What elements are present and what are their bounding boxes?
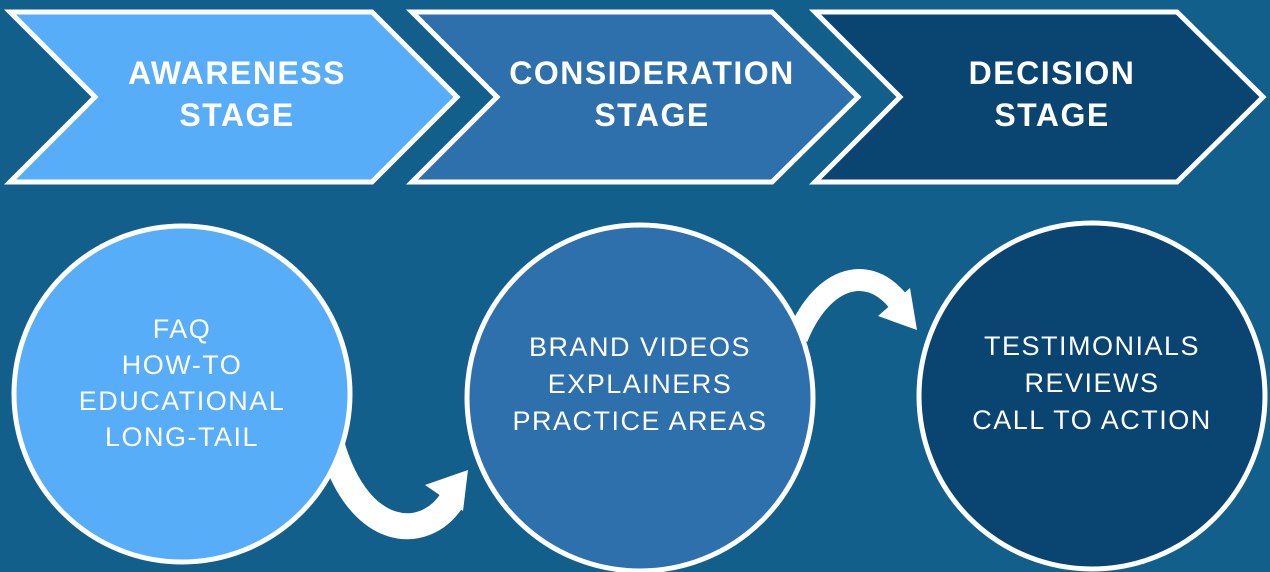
consideration-stage-label-line2: STAGE [594,97,710,133]
decision-stage-label-line1: DECISION [968,55,1136,91]
consideration-item: BRAND VIDEOS [528,332,752,362]
consideration-circle-items: BRAND VIDEOS EXPLAINERS PRACTICE AREAS [470,329,810,440]
decision-stage-arrow [808,9,1267,185]
decision-circle [916,220,1268,572]
consideration-item: EXPLAINERS [547,369,733,399]
consideration-item: PRACTICE AREAS [512,406,768,436]
consideration-stage-arrow [405,9,862,185]
awareness-stage-label-line2: STAGE [179,97,295,133]
awareness-stage-label: AWARENESS STAGE [87,52,387,136]
connector-arrowhead-1-icon [425,470,468,511]
decision-circle-items: TESTIMONIALS REVIEWS CALL TO ACTION [922,328,1262,439]
awareness-item: FAQ [152,314,212,344]
decision-stage-label-line2: STAGE [994,97,1110,133]
awareness-stage-label-line1: AWARENESS [128,55,346,91]
awareness-item: HOW-TO [121,350,243,380]
awareness-circle [11,223,353,565]
consideration-stage-label-line1: CONSIDERATION [509,55,795,91]
awareness-stage-arrow [3,9,461,185]
awareness-item: EDUCATIONAL [78,386,286,416]
awareness-circle-items: FAQ HOW-TO EDUCATIONAL LONG-TAIL [32,311,332,455]
decision-stage-label: DECISION STAGE [902,52,1202,136]
connector-arrowhead-2-icon [878,288,917,330]
awareness-item: LONG-TAIL [104,422,260,452]
consideration-circle [464,222,816,572]
connector-arrow-2 [786,269,906,343]
connector-arrow-1 [319,442,463,540]
decision-item: TESTIMONIALS [983,331,1201,361]
decision-item: REVIEWS [1024,368,1160,398]
decision-item: CALL TO ACTION [972,405,1212,435]
consideration-stage-label: CONSIDERATION STAGE [502,52,802,136]
